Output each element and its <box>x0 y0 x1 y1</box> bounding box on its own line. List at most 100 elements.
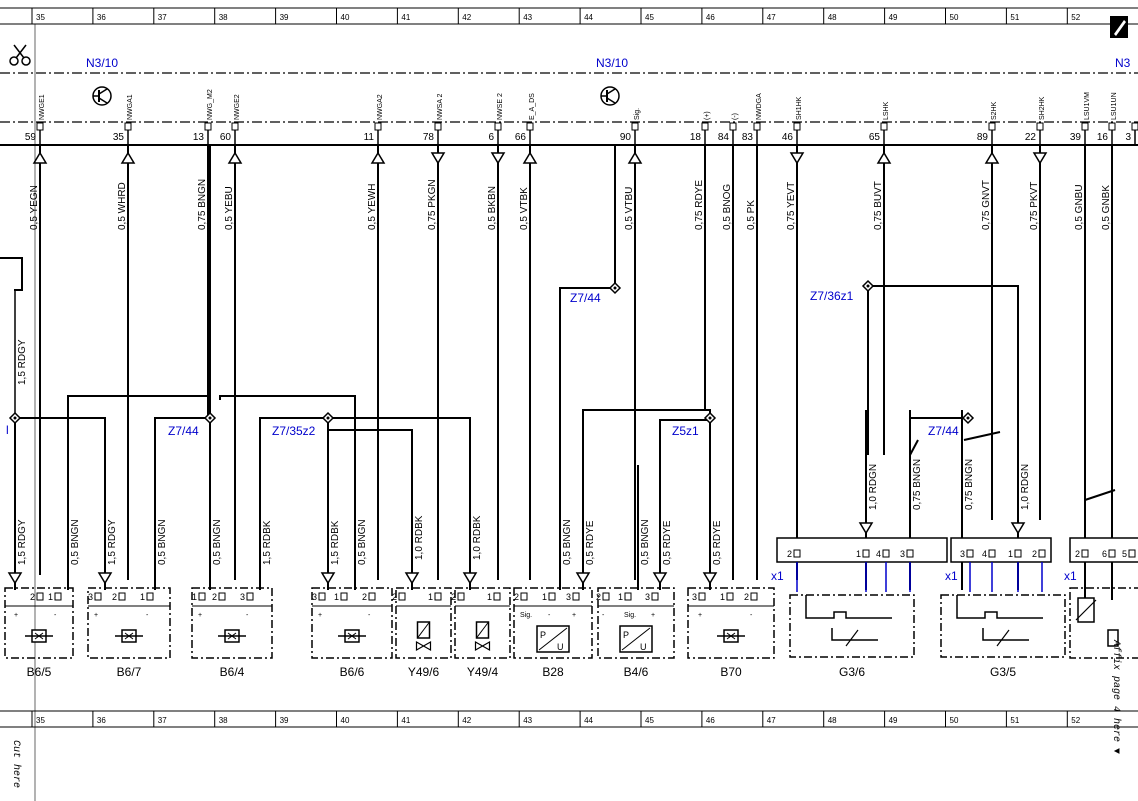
scissors-icon <box>9 44 31 66</box>
ruler-number: 48 <box>828 716 837 725</box>
pin-terminal <box>1036 122 1044 131</box>
ruler-number: 35 <box>36 13 45 22</box>
heater-element-icon <box>805 595 892 619</box>
pin-signal-label: LSHK <box>883 101 890 120</box>
wire-label: 0,5 VTBK <box>519 187 530 230</box>
pin-terminal <box>701 122 709 131</box>
wire-label: 0,5 BNGN <box>357 519 368 565</box>
pin-signal-label: LSU1UN <box>1111 92 1118 120</box>
pin-number: 84 <box>718 132 730 143</box>
component-label: B6/7 <box>117 665 142 679</box>
ruler-number: 45 <box>645 716 654 725</box>
pin-number: 22 <box>1025 132 1037 143</box>
svg-text:+: + <box>94 612 98 619</box>
wire-label: 0,75 BNGN <box>197 179 208 230</box>
left-partial-wire: 1,5 RDGY l <box>0 257 28 437</box>
svg-text:P: P <box>540 630 546 640</box>
ruler-number: 40 <box>341 13 350 22</box>
ruler-number: 46 <box>706 13 715 22</box>
pin-signal-label: (-) <box>732 113 739 120</box>
pin-number: 13 <box>193 132 205 143</box>
pin-signal-label: S2HK <box>991 101 998 120</box>
svg-text:-: - <box>54 612 57 619</box>
component-label: Y49/6 <box>408 665 440 679</box>
wire-label: 1,5 RDGY <box>17 519 28 565</box>
svg-text:U: U <box>640 642 647 652</box>
ruler-number: 41 <box>401 13 410 22</box>
wire-label: 0,5 BNGN <box>70 519 81 565</box>
pin-signal-label: NWSA 2 <box>437 93 444 120</box>
pin-signal-label: NWDGA <box>756 93 763 120</box>
ruler-number: 51 <box>1010 13 1019 22</box>
pin-terminal <box>494 122 502 131</box>
arrow-down-icon <box>702 572 718 585</box>
pin-terminal <box>753 122 761 131</box>
pin-terminal <box>1108 122 1116 131</box>
splice-label: Z5z1 <box>672 424 699 438</box>
ruler-number: 49 <box>889 716 898 725</box>
pin-number: 6 <box>488 132 494 143</box>
arrow-up-icon <box>876 151 892 164</box>
wire-label: 0,5 YEGN <box>29 185 40 230</box>
arrow-up-icon <box>370 151 386 164</box>
wire-label: 1,0 RDBK <box>472 515 483 560</box>
svg-text:3: 3 <box>88 592 93 602</box>
arrow-down-icon <box>652 572 668 585</box>
wire-label: 0,5 RDYE <box>662 520 673 565</box>
svg-text:-: - <box>368 612 371 619</box>
svg-text:4: 4 <box>982 549 987 559</box>
ruler-number: 35 <box>36 716 45 725</box>
wire-label: 1,5 RDBK <box>330 520 341 565</box>
wire-label: 0,5 YEWH <box>367 184 378 231</box>
wire-label-left: 1,5 RDGY <box>17 339 28 385</box>
component-label: B6/4 <box>220 665 245 679</box>
arrow-up-icon <box>120 151 136 164</box>
svg-text:+: + <box>14 612 18 619</box>
arrow-down-icon <box>97 572 113 585</box>
arrow-down-icon <box>320 572 336 585</box>
svg-text:P: P <box>623 630 629 640</box>
pin-signal-label: NWG_M2 <box>207 89 214 120</box>
svg-text:3: 3 <box>240 592 245 602</box>
svg-text:2: 2 <box>362 592 367 602</box>
ruler-number: 51 <box>1010 716 1019 725</box>
connector-pins: NWGE159NWGA135NWG_M213NWGE260NWGA211NWSA… <box>25 89 1138 145</box>
svg-text:+: + <box>198 612 202 619</box>
pin-terminal <box>631 122 639 131</box>
connector-label-n3-10-b: N3/10 <box>596 56 628 70</box>
ruler-number: 52 <box>1071 13 1080 22</box>
affix-page-text: Affix page 4 here ▼ <box>1110 639 1122 754</box>
pin-terminal <box>793 122 801 131</box>
svg-text:1: 1 <box>428 592 433 602</box>
arrow-down-icon <box>858 522 874 535</box>
x1-label: x1 <box>771 569 784 583</box>
svg-text:2: 2 <box>451 592 456 602</box>
arrow-up-icon <box>522 151 538 164</box>
pin-number: 78 <box>423 132 435 143</box>
ruler-number: 42 <box>462 13 471 22</box>
wire-label: 0,5 WHRD <box>117 182 128 230</box>
pin-terminal <box>526 122 534 131</box>
pin-signal-label: LSU1VM <box>1084 92 1091 120</box>
component-label: B6/6 <box>340 665 365 679</box>
wire-label: 0,75 BNGN <box>964 459 975 510</box>
component-label: G3/6 <box>839 665 865 679</box>
pin-terminal <box>231 122 239 131</box>
svg-text:4: 4 <box>876 549 881 559</box>
wire-label: 0,75 BUVT <box>873 181 884 230</box>
ruler-number: 40 <box>341 716 350 725</box>
pin-signal-label: Sig. <box>634 108 641 120</box>
wire-label: 0,75 PKGN <box>427 179 438 230</box>
svg-text:-: - <box>750 612 753 619</box>
pin-terminal <box>1081 122 1089 131</box>
pin-terminal <box>880 122 888 131</box>
ruler-number: 39 <box>280 716 289 725</box>
wire-label: 0,75 BNGN <box>912 459 923 510</box>
svg-text:5: 5 <box>1122 549 1127 559</box>
pin-terminal <box>1131 122 1138 131</box>
arrow-up-icon <box>32 151 48 164</box>
svg-text:3: 3 <box>692 592 697 602</box>
